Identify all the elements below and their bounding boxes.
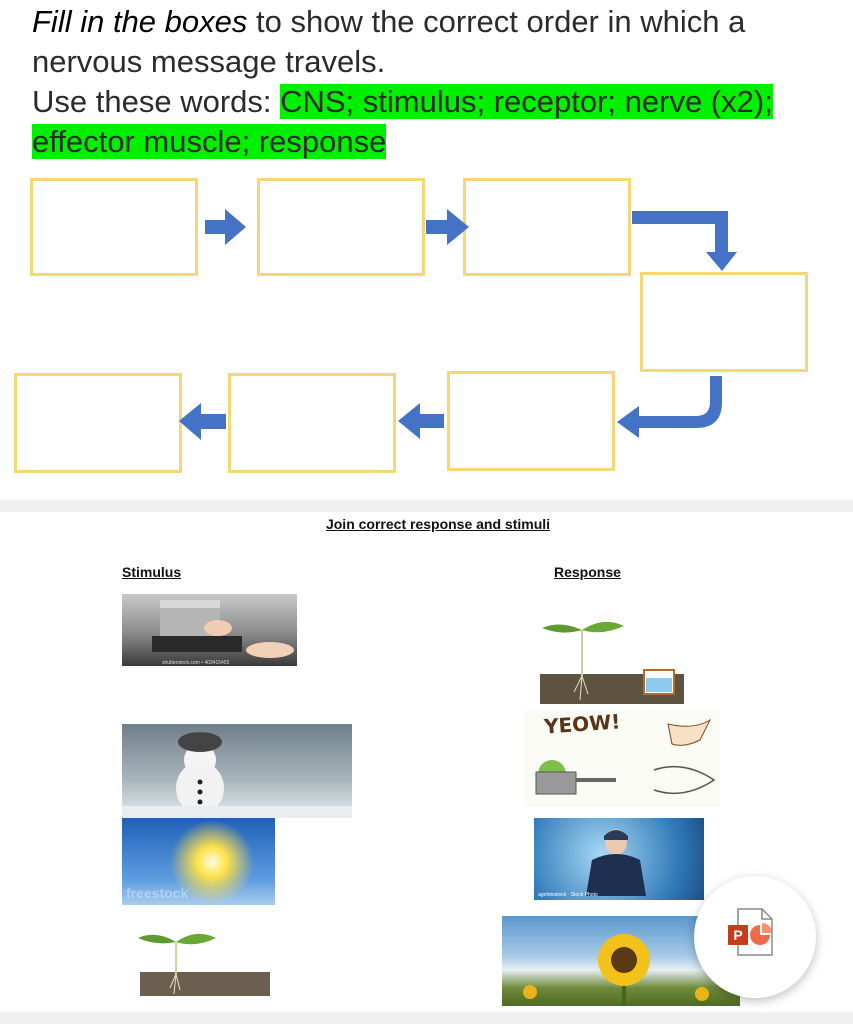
- cold-person-image[interactable]: agefotostock · Stock Photo: [534, 818, 704, 900]
- powerpoint-letter: P: [733, 927, 743, 943]
- snowman-image[interactable]: [122, 724, 352, 818]
- flow-box-6[interactable]: [228, 373, 396, 473]
- yeow-cartoon-image[interactable]: YEOW!: [524, 710, 720, 806]
- sunflower-drawing: [523, 934, 709, 1006]
- powerpoint-fab-button[interactable]: P: [694, 876, 816, 998]
- seedling-response-image[interactable]: [540, 614, 684, 704]
- seedling-stimulus-image[interactable]: [136, 924, 270, 1000]
- sun-watermark: freestock: [126, 885, 189, 901]
- worksheet-slide-1: Fill in the boxes to show the correct or…: [0, 0, 853, 500]
- flow-box-3[interactable]: [463, 178, 631, 276]
- sunflower-head: [598, 934, 650, 986]
- stimulus-heading: Stimulus: [122, 564, 182, 580]
- flow-box-2[interactable]: [257, 178, 425, 276]
- flow-box-7[interactable]: [14, 373, 182, 473]
- join-title: Join correct response and stimuli: [325, 516, 551, 532]
- yeow-drawing: [535, 718, 716, 795]
- hot-stove-image[interactable]: shutterstock.com • 403415455: [122, 594, 297, 666]
- hot-stove-drawing: [152, 600, 294, 658]
- left-arrow-icon: [179, 403, 226, 440]
- flow-box-1[interactable]: [30, 178, 198, 276]
- instruction-emphasis: Fill in the boxes: [32, 4, 248, 39]
- stove-watermark: shutterstock.com • 403415455: [162, 660, 230, 666]
- flow-arrows: [179, 209, 737, 440]
- instruction-body: to show the correct order in which a ner…: [32, 4, 746, 79]
- use-words-label: Use these words:: [32, 84, 281, 119]
- flow-box-4[interactable]: [640, 272, 808, 372]
- instruction-text: Fill in the boxes to show the correct or…: [32, 2, 832, 162]
- snowman-drawing: [122, 732, 352, 818]
- sun-image[interactable]: freestock: [122, 818, 275, 905]
- right-arrow-icon: [426, 209, 469, 245]
- elbow-left-arrow-icon: [617, 376, 722, 438]
- powerpoint-icon: [728, 908, 773, 956]
- slide-divider: [0, 500, 853, 512]
- elbow-down-arrow-icon: [632, 211, 737, 271]
- response-heading: Response: [554, 564, 621, 580]
- left-arrow-icon: [398, 403, 444, 439]
- sun-drawing: [170, 820, 254, 904]
- right-arrow-icon: [205, 209, 246, 245]
- cold-watermark: agefotostock · Stock Photo: [538, 892, 598, 898]
- bottom-bar: [0, 1012, 853, 1024]
- flow-box-5[interactable]: [447, 371, 615, 471]
- cold-person-drawing: [586, 829, 646, 896]
